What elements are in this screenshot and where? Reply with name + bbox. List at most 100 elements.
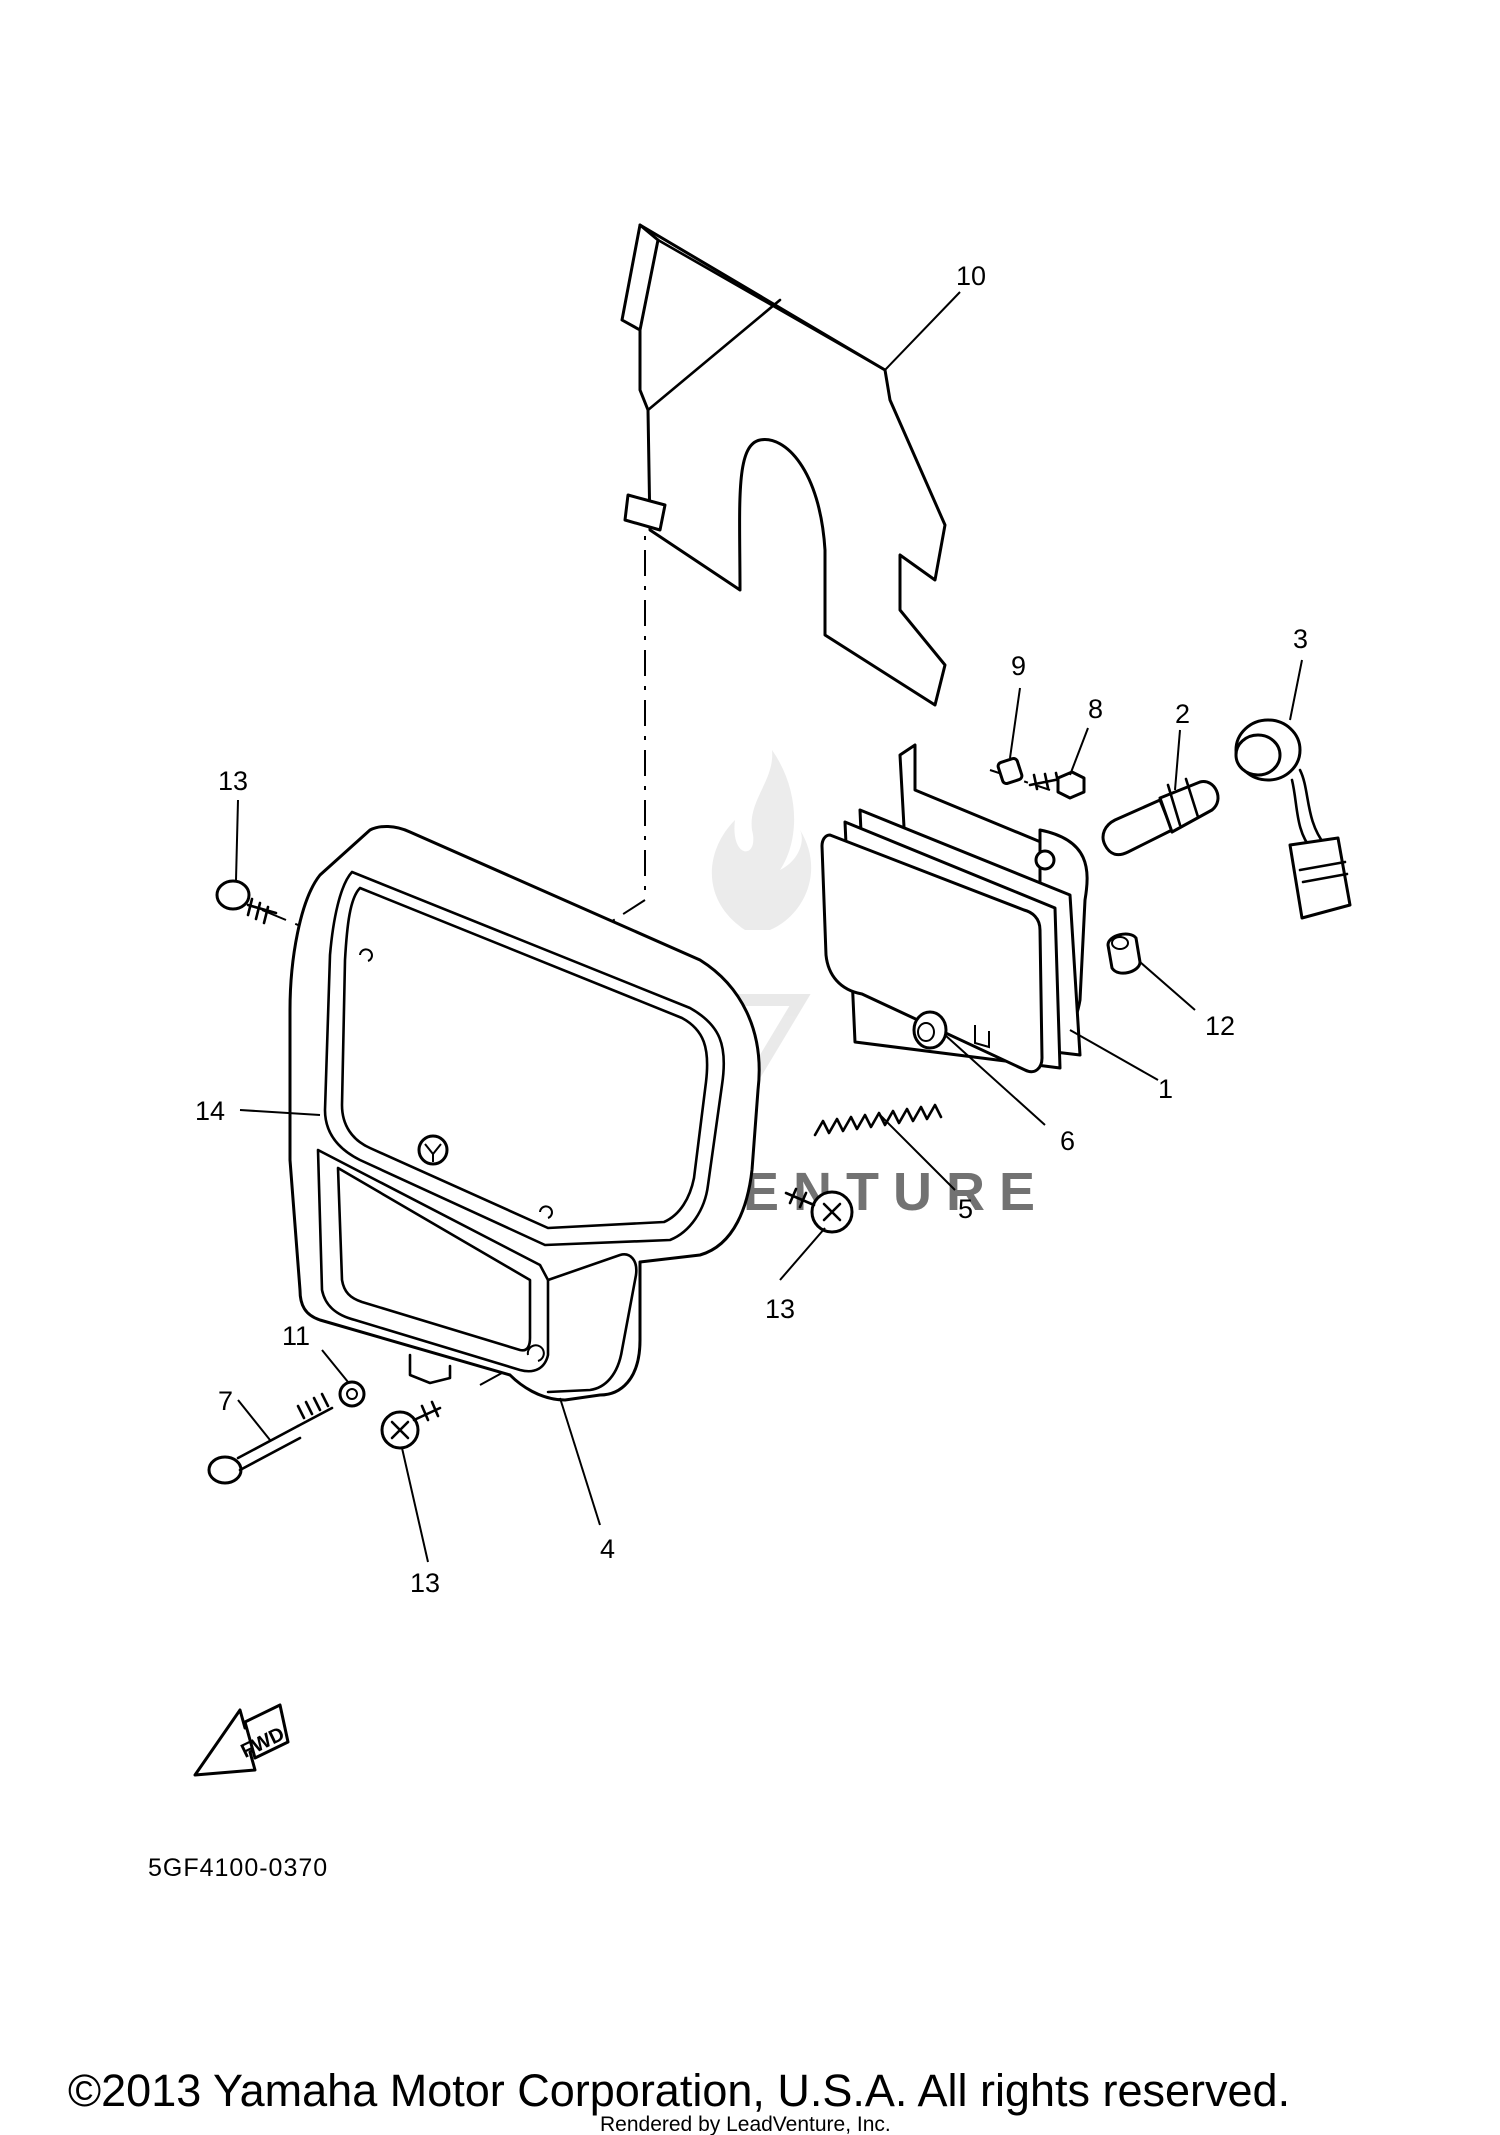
screw-13b-cross bbox=[822, 1202, 842, 1222]
part-6-grommet bbox=[912, 1010, 948, 1050]
socket-cap-inner bbox=[1234, 733, 1282, 777]
part-10-headlight-cover bbox=[620, 223, 947, 707]
cover-14-outer bbox=[288, 825, 761, 1402]
leader-7 bbox=[237, 1399, 271, 1441]
collar-12-hole bbox=[1111, 936, 1129, 950]
callout-12: 12 bbox=[1205, 1011, 1235, 1041]
callout-13-right: 13 bbox=[765, 1294, 795, 1324]
part-13-screw-b bbox=[784, 1187, 854, 1234]
screw-13b-threads bbox=[784, 1187, 816, 1209]
callout-9: 9 bbox=[1011, 651, 1026, 681]
screw-13a-threads bbox=[246, 897, 278, 925]
centerline-10-to-14 bbox=[574, 500, 646, 946]
screw-13c-threads bbox=[412, 1400, 442, 1422]
leader-8 bbox=[1069, 727, 1089, 776]
rendered-by-credit: Rendered by LeadVenture, Inc. bbox=[600, 2113, 891, 2135]
callout-labels: 10 9 8 2 3 12 1 6 5 13 14 13 11 7 13 4 bbox=[195, 261, 1308, 1598]
leader-4 bbox=[559, 1397, 601, 1526]
fwd-arrow-box bbox=[243, 1703, 290, 1760]
bulb-base bbox=[1158, 780, 1220, 834]
callout-13-upper-left: 13 bbox=[218, 766, 248, 796]
leader-5 bbox=[879, 1114, 956, 1191]
leader-13b bbox=[779, 1227, 826, 1281]
washer-11-body bbox=[338, 1380, 366, 1408]
cover-left-flange bbox=[620, 223, 660, 332]
leader-10 bbox=[884, 291, 961, 371]
collar-body bbox=[996, 756, 1024, 786]
callout-14: 14 bbox=[195, 1096, 225, 1126]
diagram-code: 5GF4100-0370 bbox=[148, 1854, 328, 1882]
part-11-washer bbox=[338, 1380, 366, 1408]
leader-3 bbox=[1289, 659, 1303, 721]
callout-5: 5 bbox=[958, 1194, 973, 1224]
leader-2 bbox=[1174, 729, 1181, 791]
watermark-flame-icon bbox=[711, 750, 812, 930]
callout-8: 8 bbox=[1088, 694, 1103, 724]
callout-1: 1 bbox=[1158, 1074, 1173, 1104]
part-8-bolt bbox=[1028, 770, 1086, 800]
headlight-mount-hole bbox=[1034, 849, 1056, 871]
bulb-flange bbox=[1166, 777, 1200, 827]
part-1-headlight-unit bbox=[820, 743, 1089, 1074]
bolt-7-threads bbox=[296, 1392, 334, 1428]
copyright-notice: ©2013 Yamaha Motor Corporation, U.S.A. A… bbox=[68, 2065, 1290, 2116]
bulb-glass bbox=[1101, 798, 1174, 857]
leader-11 bbox=[321, 1349, 349, 1383]
callout-10: 10 bbox=[956, 261, 986, 291]
part-2-bulb bbox=[1101, 777, 1220, 857]
cover-14-mark-a bbox=[359, 948, 373, 962]
cover-14-panel-outer bbox=[323, 870, 726, 1247]
bolt-7-shaft bbox=[236, 1424, 302, 1472]
headlight-lens-front bbox=[820, 833, 1044, 1074]
cover-14-mark-b bbox=[539, 1205, 553, 1219]
cover-14-side-panel bbox=[546, 1253, 638, 1394]
callout-7: 7 bbox=[218, 1386, 233, 1416]
cover-14-mark-c bbox=[526, 1344, 545, 1362]
callout-4: 4 bbox=[600, 1534, 615, 1564]
part-13-screw-c bbox=[380, 1400, 442, 1450]
grommet-hole bbox=[917, 1022, 935, 1042]
cover-14-lower-tab bbox=[408, 1353, 452, 1385]
callout-11: 11 bbox=[282, 1321, 310, 1351]
bolt-7-head bbox=[207, 1455, 243, 1485]
callout-2: 2 bbox=[1175, 699, 1190, 729]
callout-13-lower: 13 bbox=[410, 1568, 440, 1598]
leader-13a bbox=[235, 799, 239, 881]
cover-14-vent-inner bbox=[336, 1166, 532, 1352]
cover-14-vent-frame bbox=[316, 1148, 550, 1373]
screw-13c-cross bbox=[390, 1420, 410, 1440]
cover-14-panel-inner bbox=[340, 886, 709, 1230]
part-12-collar bbox=[1106, 932, 1142, 975]
part-9-collar bbox=[996, 756, 1024, 786]
leader-12 bbox=[1139, 961, 1196, 1011]
leader-1 bbox=[1069, 1029, 1159, 1081]
part-14-front-cover bbox=[288, 825, 761, 1402]
socket-wire-b bbox=[1290, 778, 1314, 852]
cover-body bbox=[638, 223, 947, 707]
leader-13c bbox=[401, 1447, 429, 1563]
part-7-bolt bbox=[207, 1392, 334, 1485]
part-5-spring bbox=[813, 1103, 943, 1137]
callout-6: 6 bbox=[1060, 1126, 1075, 1156]
part-3-socket bbox=[1234, 718, 1352, 920]
headlight-lens-marking bbox=[974, 1025, 990, 1049]
bolt-8-threads bbox=[1028, 771, 1062, 791]
bolt-8-head bbox=[1056, 770, 1086, 800]
cover-top-edge bbox=[656, 238, 887, 372]
spring-coil bbox=[813, 1103, 943, 1137]
cover-fold bbox=[646, 298, 782, 412]
fwd-direction-arrow: FWD bbox=[193, 1703, 290, 1777]
leader-6 bbox=[944, 1034, 1046, 1126]
screw-13a-head bbox=[215, 879, 251, 911]
socket-connector-lock bbox=[1298, 860, 1349, 884]
callout-3: 3 bbox=[1293, 624, 1308, 654]
part-13-screw-a bbox=[215, 879, 278, 925]
leader-lines bbox=[235, 291, 1303, 1563]
cover-tab bbox=[623, 493, 667, 532]
leader-9 bbox=[1009, 687, 1021, 759]
yamaha-emblem-icon bbox=[417, 1134, 449, 1166]
socket-wire-a bbox=[1298, 768, 1327, 847]
leader-14 bbox=[239, 1109, 321, 1116]
yamaha-emblem-mark bbox=[424, 1143, 442, 1162]
